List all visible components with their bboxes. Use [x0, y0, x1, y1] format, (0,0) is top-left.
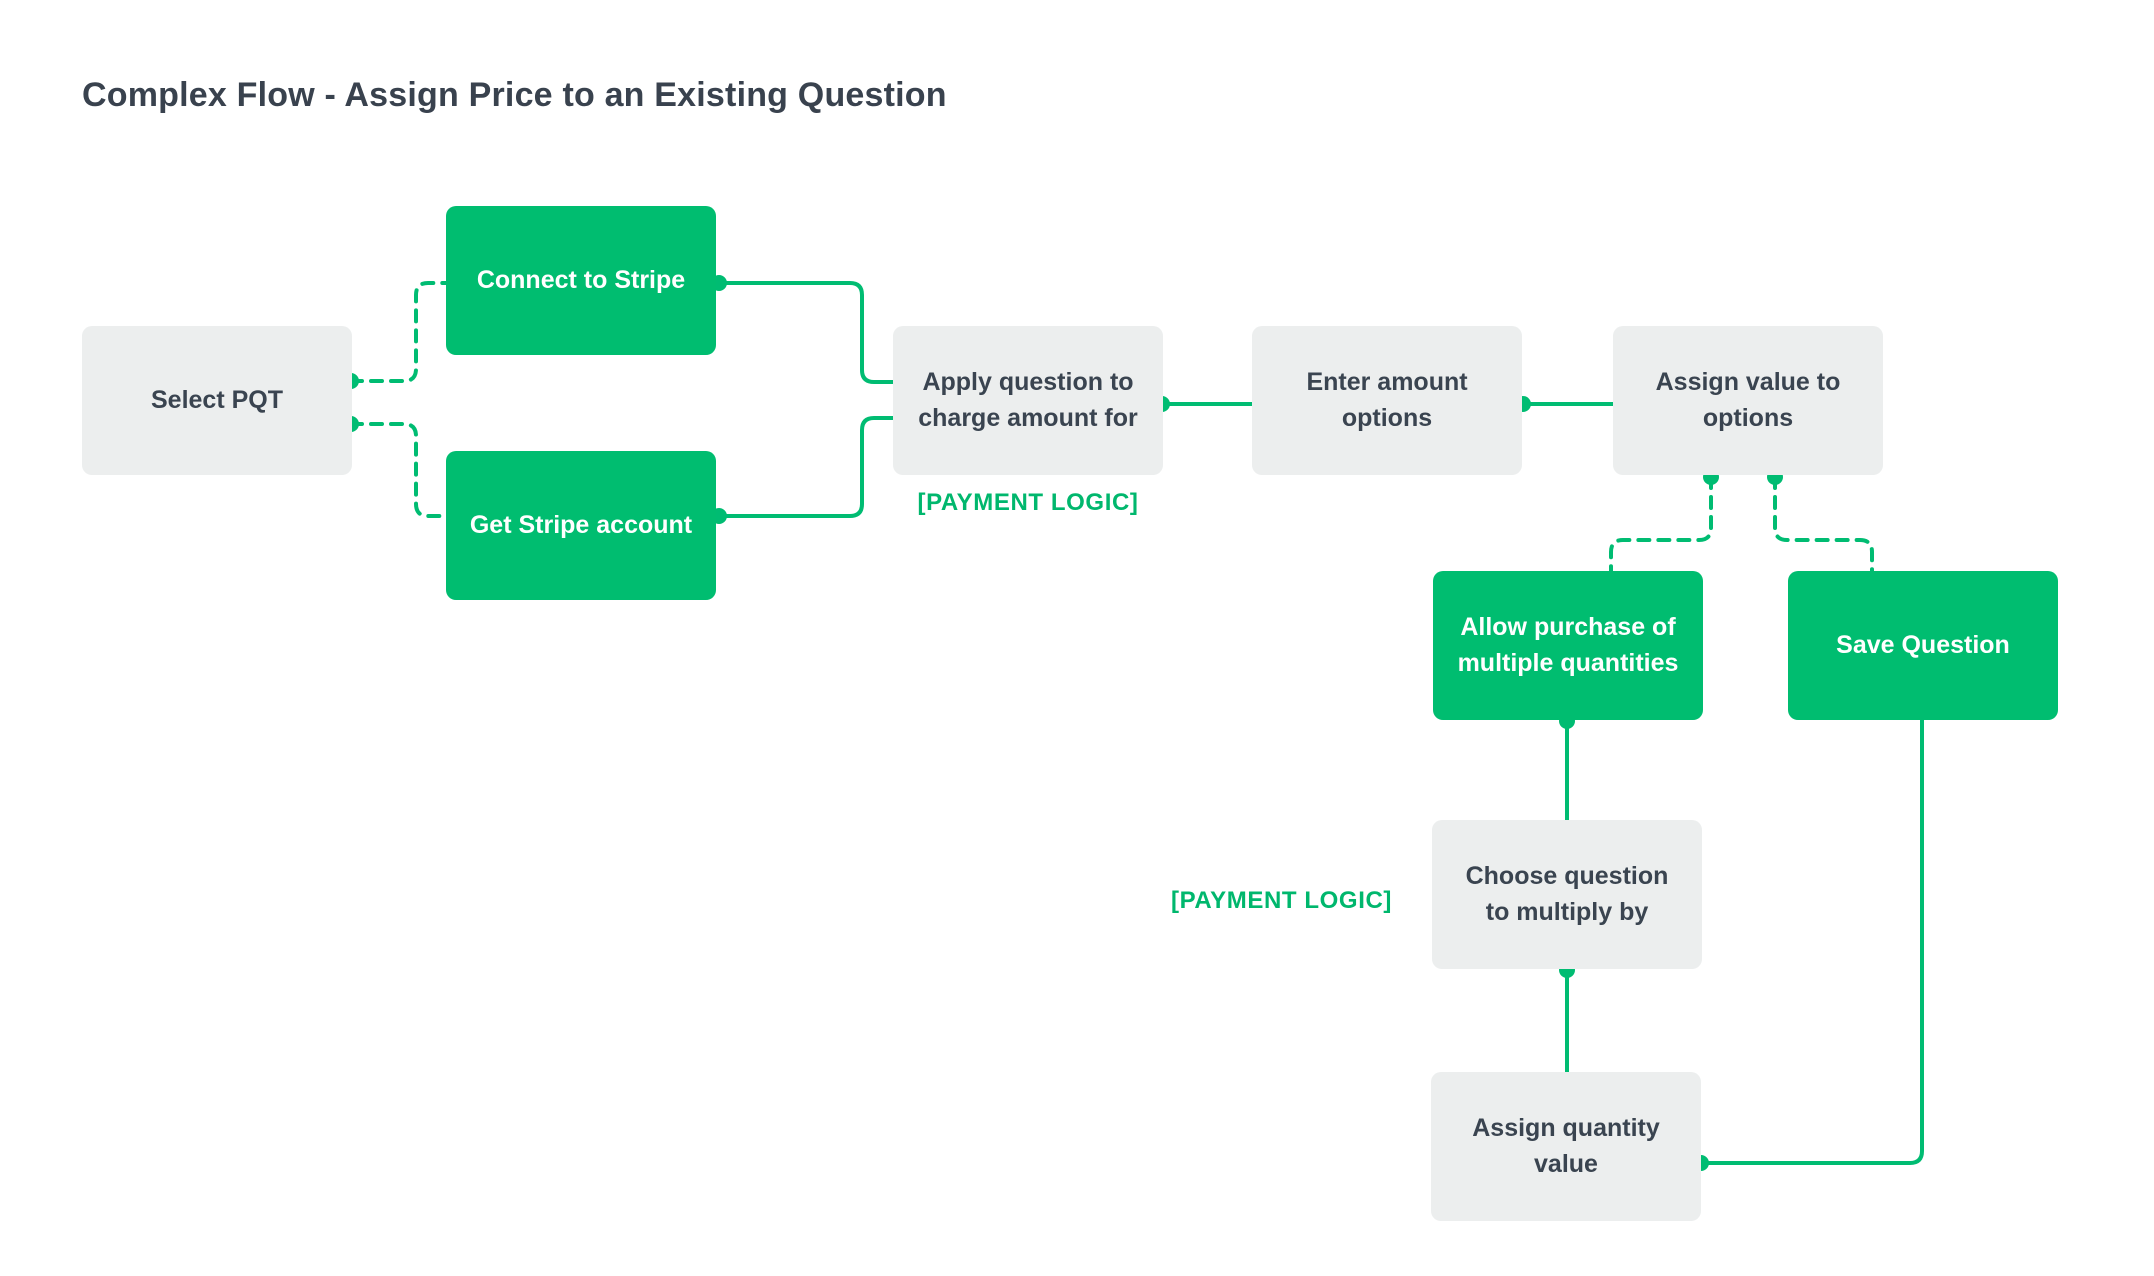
node-get-stripe-account[interactable]: Get Stripe account [446, 451, 716, 600]
node-save-question[interactable]: Save Question [1788, 571, 2058, 720]
node-label: Choose question to multiply by [1465, 862, 1669, 926]
connector-select-to-connect-stripe [349, 281, 448, 383]
node-apply-question[interactable]: Apply question to charge amount for [893, 326, 1163, 475]
payment-logic-annotation-1: [PAYMENT LOGIC] [917, 489, 1139, 516]
connector-assign-quantity-to-save-question [1699, 718, 1924, 1165]
connector-get-stripe-to-apply [717, 416, 895, 518]
node-label: Select PQT [151, 385, 283, 414]
node-label: Save Question [1836, 630, 2010, 659]
node-label: Assign quantity value [1472, 1114, 1660, 1178]
node-select-pqt[interactable]: Select PQT [82, 326, 352, 475]
node-connect-stripe[interactable]: Connect to Stripe [446, 206, 716, 355]
node-allow-purchase[interactable]: Allow purchase of multiple quantities [1433, 571, 1703, 720]
node-label: Assign value to options [1655, 368, 1841, 432]
connector-assign-value-to-allow-purchase [1609, 475, 1713, 573]
connector-connect-stripe-to-apply [717, 281, 895, 384]
page-title: Complex Flow - Assign Price to an Existi… [82, 76, 947, 114]
node-label: Enter amount options [1306, 368, 1468, 432]
payment-logic-annotation-2: [PAYMENT LOGIC] [1170, 887, 1392, 914]
node-label: Allow purchase of multiple quantities [1457, 613, 1679, 677]
node-choose-question[interactable]: Choose question to multiply by [1432, 820, 1702, 969]
node-assign-quantity-value[interactable]: Assign quantity value [1431, 1072, 1701, 1221]
connector-select-to-get-stripe [349, 422, 448, 518]
node-label: Get Stripe account [469, 510, 693, 539]
node-label: Apply question to charge amount for [918, 368, 1138, 432]
node-assign-value-to-options[interactable]: Assign value to options [1613, 326, 1883, 475]
node-enter-amount-options[interactable]: Enter amount options [1252, 326, 1522, 475]
connector-assign-value-to-save-question [1773, 475, 1874, 573]
node-label: Connect to Stripe [476, 265, 686, 294]
